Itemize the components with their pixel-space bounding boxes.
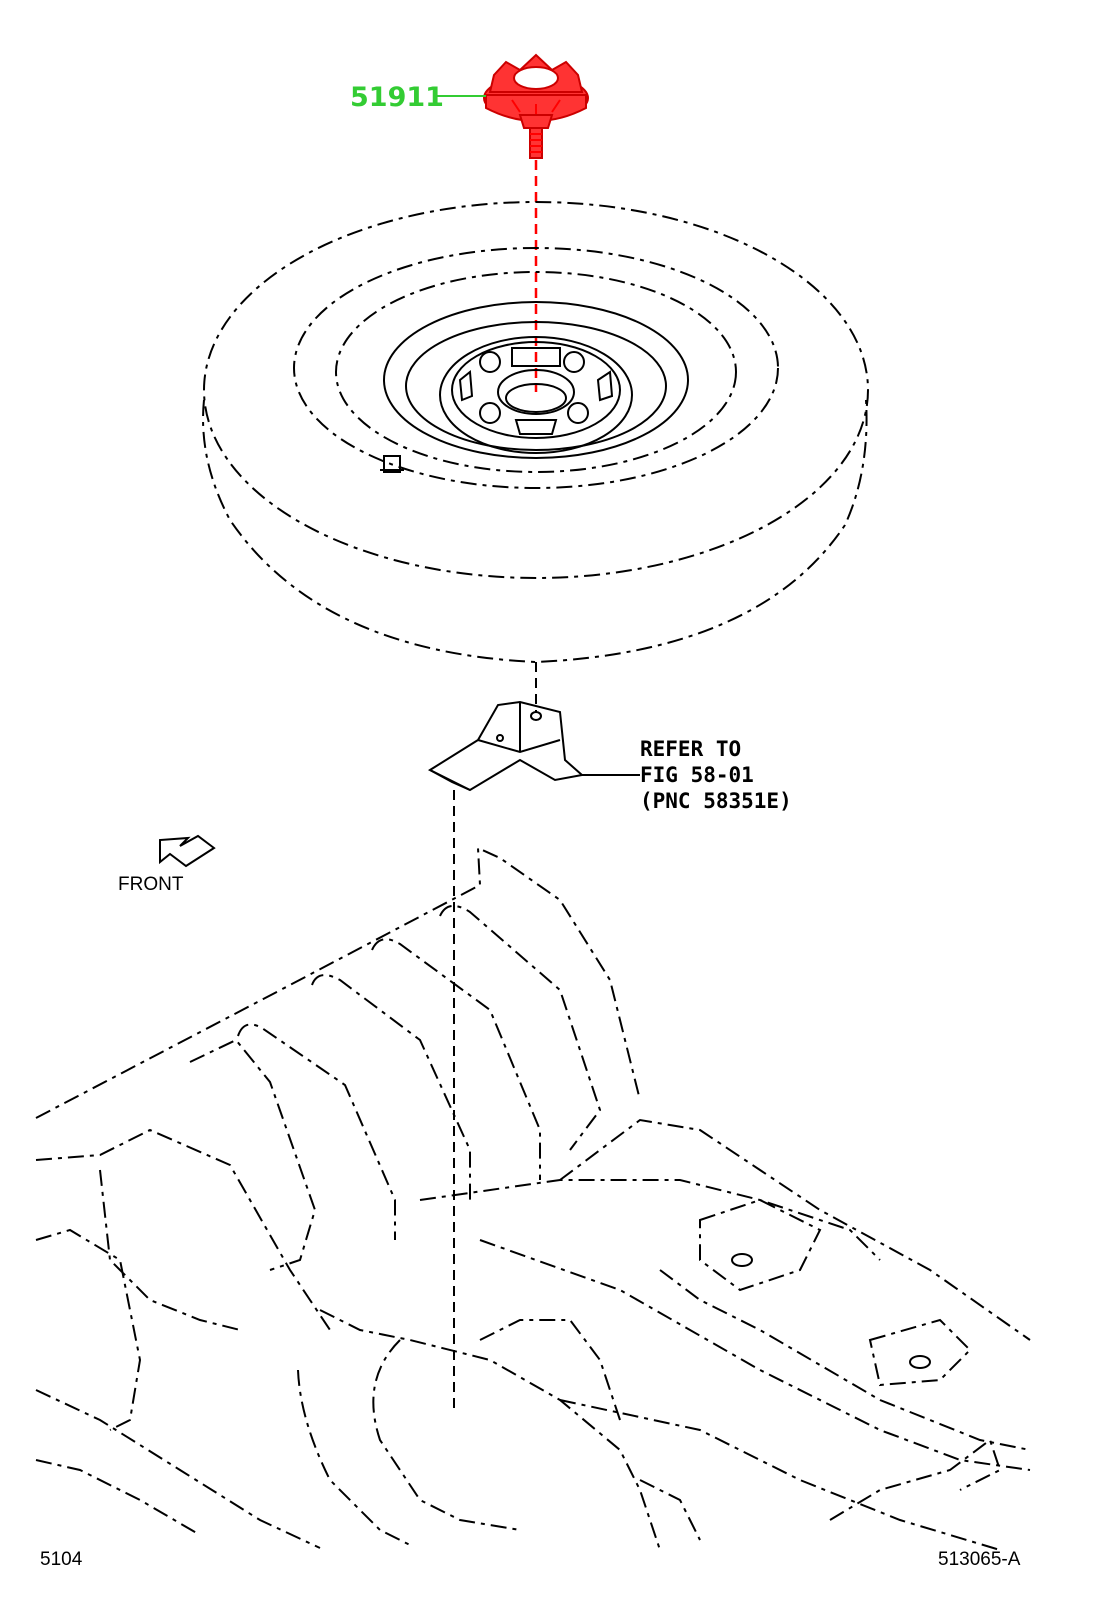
front-direction-indicator: FRONT — [118, 834, 216, 895]
figure-code-right: 513065-A — [938, 1549, 1021, 1570]
front-arrow-icon — [159, 834, 216, 868]
svg-text:51911: 51911 — [350, 82, 444, 113]
bolt-head — [483, 53, 589, 129]
rear-floor-pan — [35, 846, 1031, 1551]
part-label-51911[interactable]: 51911 — [350, 82, 486, 113]
part-51911-bolt[interactable] — [483, 53, 589, 392]
reference-note[interactable]: REFER TO FIG 58-01 (PNC 58351E) — [640, 737, 792, 813]
figure-code-left: 5104 — [40, 1549, 83, 1570]
svg-text:(PNC 58351E): (PNC 58351E) — [640, 789, 792, 813]
svg-text:FIG 58-01: FIG 58-01 — [640, 763, 754, 787]
spare-tire-bracket[interactable] — [427, 700, 640, 792]
spare-tire — [202, 201, 869, 664]
svg-text:FRONT: FRONT — [118, 874, 184, 895]
bolt-shank — [529, 127, 543, 159]
svg-text:REFER TO: REFER TO — [640, 737, 741, 761]
